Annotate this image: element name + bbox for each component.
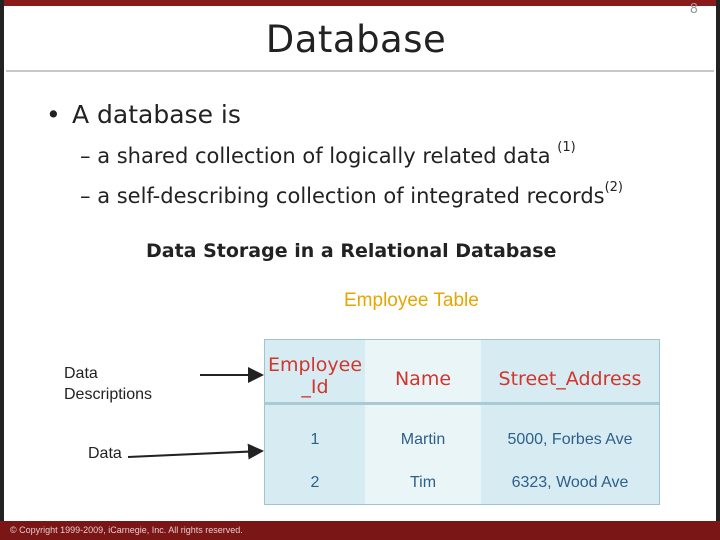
slide-title: Database [265, 18, 447, 61]
column-employee-id [265, 340, 365, 504]
sub-bullet-2: – a self-describing collection of integr… [80, 180, 623, 208]
data-label: Data [88, 445, 122, 462]
dash-icon: – [80, 144, 98, 168]
title-divider [6, 70, 714, 72]
main-bullet-text: A database is [72, 100, 241, 129]
table-cell-row2-address: 6323, Wood Ave [511, 474, 629, 491]
table-header-name: Name [394, 368, 452, 390]
table-header-employee-id: Employee _Id [267, 354, 363, 398]
main-bullet: • A database is [46, 100, 241, 129]
table-cell-row2-id: 2 [310, 474, 320, 491]
table-header-street-address: Street_Address [498, 368, 642, 390]
sub-bullet-2-text: a self-describing collection of integrat… [97, 184, 605, 208]
table-caption: Employee Table [344, 290, 479, 311]
table-cell-row1-address: 5000, Forbes Ave [507, 431, 633, 448]
data-arrow-icon [127, 443, 264, 460]
table-cell-row1-name: Martin [400, 431, 446, 448]
sub-bullet-2-ref: (2) [604, 180, 624, 195]
data-descriptions-label-line1: Data [64, 365, 98, 382]
data-descriptions-label: Data Descriptions [64, 363, 152, 405]
employee-table: Employee _Id Name Street_Address 1 Marti… [264, 339, 660, 505]
table-cell-row1-id: 1 [310, 431, 320, 448]
figure-heading: Data Storage in a Relational Database [146, 240, 557, 262]
sub-bullet-1: – a shared collection of logically relat… [80, 140, 576, 168]
data-descriptions-label-line2: Descriptions [64, 386, 153, 403]
sub-bullet-1-ref: (1) [557, 140, 576, 155]
column-street-address [481, 340, 659, 504]
sub-bullet-1-text: a shared collection of logically related… [97, 144, 551, 168]
slide-frame-left [0, 0, 4, 540]
slide-frame-right [716, 0, 720, 540]
table-cell-row2-name: Tim [409, 474, 437, 491]
slide-number: 8 [689, 2, 698, 17]
column-name [367, 340, 479, 504]
footer-bar: © Copyright 1999-2009, iCarnegie, Inc. A… [0, 521, 720, 540]
copyright-text: © Copyright 1999-2009, iCarnegie, Inc. A… [10, 525, 243, 535]
top-accent-bar [0, 0, 720, 6]
bullet-dot-icon: • [46, 100, 61, 129]
table-header-divider [265, 402, 659, 405]
dash-icon: – [80, 184, 98, 208]
